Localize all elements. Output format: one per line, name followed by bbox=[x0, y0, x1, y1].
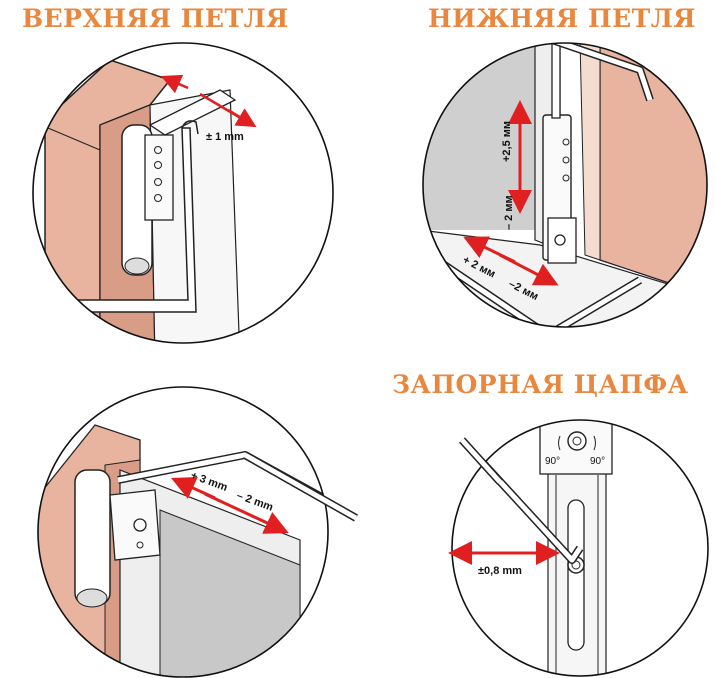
arrow-top-hinge-right bbox=[227, 108, 257, 128]
label-top-hinge-adjust: ± 1 mm bbox=[206, 131, 244, 143]
panel-top-hinge: ± 1 mm bbox=[32, 42, 334, 344]
label-angle-right: 90° bbox=[590, 456, 605, 467]
title-locking-pin: ЗАПОРНАЯ ЦАПФА bbox=[392, 370, 689, 399]
title-top-hinge: ВЕРХНЯЯ ПЕТЛЯ bbox=[22, 4, 289, 33]
arrow-bottom-hinge-right bbox=[499, 253, 559, 286]
label-bottom-hinge-down: – 2 мм bbox=[503, 195, 515, 230]
label-bottom-hinge-up: +2,5 мм bbox=[501, 121, 513, 162]
arrow-top-hinge-left bbox=[160, 74, 189, 94]
label-angle-left: 90° bbox=[545, 456, 560, 467]
panel-locking-pin: 90° 90° ±0,8 mm bbox=[448, 419, 709, 677]
panel-bottom-hinge: +2,5 мм – 2 мм + 2 мм –2 мм bbox=[422, 42, 708, 328]
title-bottom-hinge: НИЖНЯЯ ПЕТЛЯ bbox=[428, 4, 696, 33]
panel-side-hinge: + 3 mm – 2 mm bbox=[37, 386, 358, 678]
label-locking-pin-adjust: ±0,8 mm bbox=[478, 565, 522, 577]
arrow-side-hinge-right bbox=[204, 492, 289, 534]
